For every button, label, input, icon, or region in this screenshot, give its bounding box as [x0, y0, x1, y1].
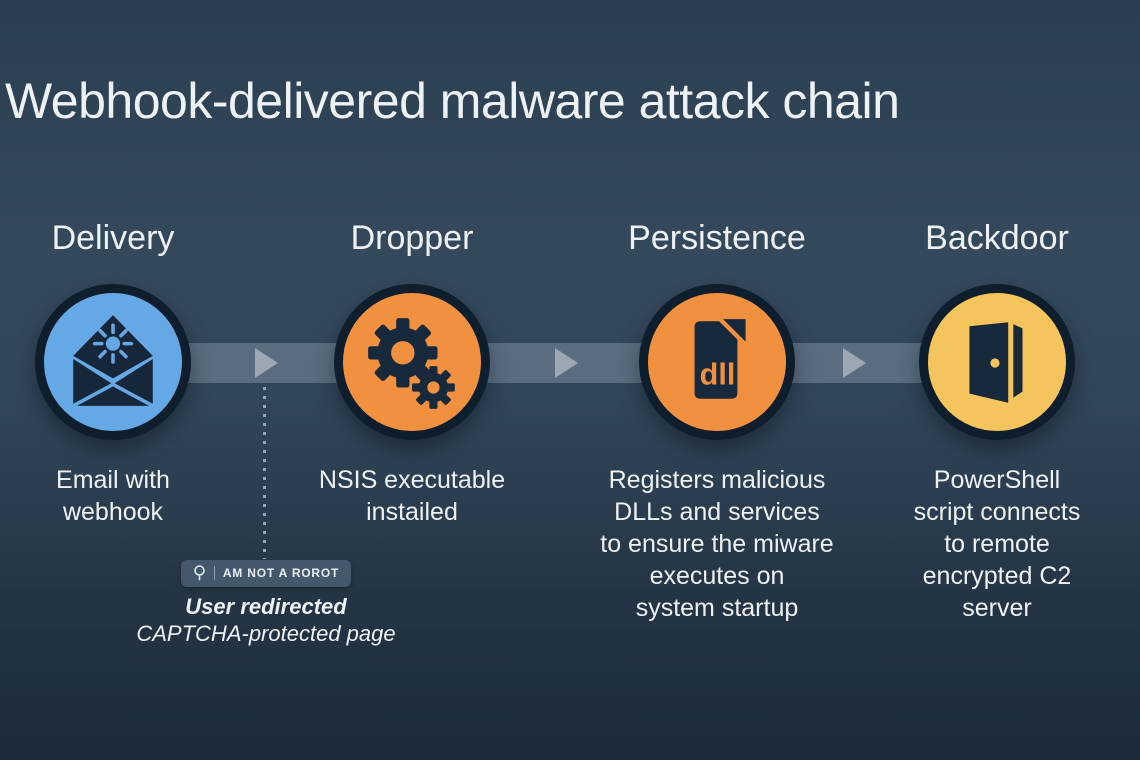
badge-label: AM NOT A ROROT	[222, 566, 340, 580]
stage-backdoor: Backdoor PowerShell script connects to r…	[857, 218, 1137, 624]
dropper-circle	[334, 284, 490, 440]
stage-label: Delivery	[51, 219, 175, 257]
stage-label: Backdoor	[925, 219, 1069, 257]
gears-icon	[368, 318, 455, 409]
stage-label: Persistence	[628, 219, 806, 257]
email-webhook-icon	[72, 315, 154, 408]
open-door-icon	[969, 322, 1023, 403]
dotted-connector-line	[263, 387, 266, 559]
stage-description: NSIS executable instailed	[318, 466, 506, 526]
stage-persistence: Persistence dll Registers malicious DLLs…	[577, 218, 857, 624]
arrow-right-icon	[255, 348, 278, 378]
stage-dropper: Dropper	[272, 218, 552, 528]
captcha-caption-line2: CAPTCHA-protected page	[136, 621, 396, 646]
stage-description: PowerShell script connects to remote enc…	[913, 466, 1081, 622]
delivery-circle	[35, 284, 191, 440]
stage-delivery: Delivery Email with webhook	[0, 218, 253, 528]
dll-label: dll	[700, 357, 736, 391]
captcha-note: AM NOT A ROROT User redirected CAPTCHA-p…	[96, 560, 436, 647]
persistence-circle: dll	[639, 284, 795, 440]
arrow-right-icon	[555, 348, 578, 378]
badge-divider	[213, 566, 215, 580]
stage-description: Registers malicious DLLs and services to…	[600, 466, 834, 622]
arrow-right-icon	[843, 348, 866, 378]
stage-label: Dropper	[350, 219, 474, 257]
stage-description: Email with webhook	[56, 466, 170, 526]
page-title: Webhook-delivered malware attack chain	[5, 73, 900, 129]
captcha-caption-line1: User redirected	[185, 594, 347, 619]
robot-check-icon	[194, 565, 205, 581]
dll-file-icon: dll	[694, 319, 746, 399]
backdoor-circle	[919, 284, 1075, 440]
captcha-badge-button[interactable]: AM NOT A ROROT	[180, 560, 352, 587]
